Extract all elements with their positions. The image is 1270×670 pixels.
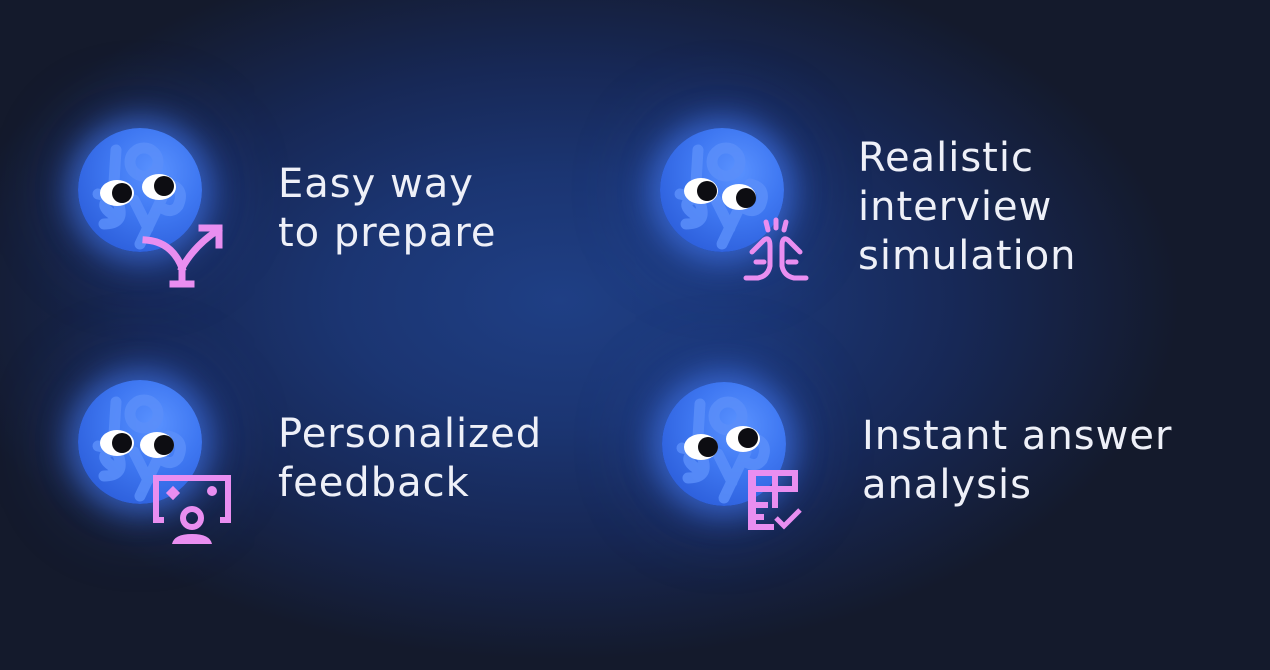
label-line: Easy way <box>278 161 474 207</box>
orb-body <box>78 380 202 504</box>
label-line: Instant answer <box>862 413 1173 459</box>
video-call-screen-icon <box>153 475 231 544</box>
feature-label: Easy way to prepare <box>278 160 497 258</box>
right-eye <box>142 174 176 200</box>
right-eye <box>726 426 760 452</box>
mascot-orb <box>660 128 809 281</box>
left-eye <box>100 430 134 456</box>
right-eye <box>722 184 756 210</box>
label-line: Personalized <box>278 411 543 457</box>
label-line: interview <box>858 184 1053 230</box>
checklist-icon <box>748 470 802 530</box>
label-line: Realistic <box>858 135 1034 181</box>
right-eye <box>140 432 174 458</box>
feature-label: Realistic interview simulation <box>858 134 1077 281</box>
mascot-orb <box>78 128 223 288</box>
label-line: simulation <box>858 233 1077 279</box>
orb-body <box>662 382 786 506</box>
orb-body <box>78 128 202 252</box>
label-line: to prepare <box>278 210 497 256</box>
left-eye <box>100 180 134 206</box>
left-eye <box>684 434 718 460</box>
label-line: analysis <box>862 462 1032 508</box>
left-eye <box>684 178 718 204</box>
feature-label: Instant answer analysis <box>862 412 1172 510</box>
label-line: feedback <box>278 460 470 506</box>
mascot-orb <box>78 380 231 544</box>
clapping-hands-icon <box>743 217 809 281</box>
orb-body <box>660 128 784 252</box>
feature-label: Personalized feedback <box>278 410 542 508</box>
mascot-orb <box>662 382 802 530</box>
split-arrow-icon <box>142 224 223 288</box>
